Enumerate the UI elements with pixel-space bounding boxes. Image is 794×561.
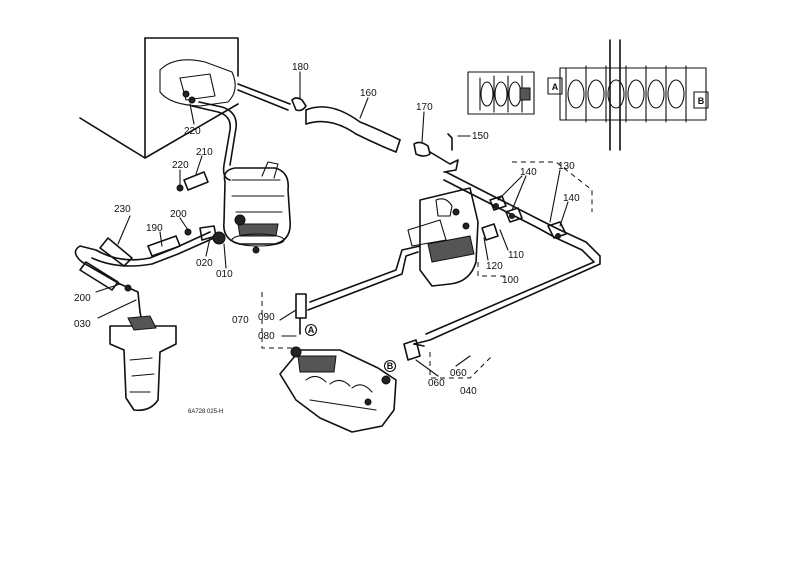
- label-060b: 060: [428, 378, 445, 389]
- label-160: 160: [360, 88, 377, 99]
- control-valve: [279, 346, 397, 433]
- marker-a-detail: A: [552, 82, 559, 92]
- label-230: 230: [114, 204, 131, 215]
- flow-divider-valve: [407, 187, 479, 287]
- fitting-060: [403, 339, 425, 361]
- hose-190: [147, 235, 181, 257]
- label-130: 130: [558, 161, 575, 172]
- label-010: 010: [216, 269, 233, 280]
- label-090: 090: [258, 312, 275, 323]
- label-170: 170: [416, 102, 433, 113]
- fittings-right: [481, 195, 567, 241]
- label-140a: 140: [520, 167, 537, 178]
- leader-lines: [95, 71, 569, 377]
- callout-brackets: [261, 161, 593, 379]
- label-150: 150: [472, 131, 489, 142]
- steering-valve: [109, 311, 177, 412]
- tank-to-pump-pipe: [191, 101, 238, 181]
- hydraulic-pump: [223, 161, 292, 254]
- label-070: 070: [232, 315, 249, 326]
- label-180: 180: [292, 62, 309, 73]
- label-110: 110: [508, 250, 524, 261]
- hose-230: [99, 237, 133, 267]
- clamp-170: [413, 141, 431, 157]
- label-120: 120: [486, 261, 503, 272]
- hose-230b: [79, 261, 119, 291]
- label-220a: 220: [184, 126, 201, 137]
- detail-view: [467, 39, 709, 151]
- label-190: 190: [146, 223, 163, 234]
- marker-b-main: B: [383, 359, 397, 373]
- label-220b: 220: [172, 160, 189, 171]
- suction-loop-pipe: [74, 225, 226, 313]
- marker-a-main: A: [304, 323, 318, 337]
- return-hose-upper: [237, 83, 459, 173]
- main-pressure-pipe: [413, 171, 601, 345]
- clamp-180: [291, 97, 307, 112]
- label-020: 020: [196, 258, 213, 269]
- svg-text:B: B: [387, 361, 394, 371]
- marker-b-detail: B: [698, 96, 705, 106]
- control-feed-pipe: [295, 245, 421, 335]
- label-040: 040: [460, 386, 477, 397]
- drawing-code: 6A728 025-H: [188, 409, 223, 415]
- hose-210: [176, 171, 209, 192]
- label-100: 100: [502, 275, 519, 286]
- label-210: 210: [196, 147, 213, 158]
- label-200a: 200: [170, 209, 187, 220]
- label-060a: 060: [450, 368, 467, 379]
- bolt-150: [447, 133, 453, 151]
- hydraulic-tank: [79, 37, 239, 159]
- label-080: 080: [258, 331, 275, 342]
- svg-text:A: A: [308, 325, 315, 335]
- fitting-090: [295, 293, 307, 319]
- label-030: 030: [74, 319, 91, 330]
- label-200b: 200: [74, 293, 91, 304]
- svg-text:B: B: [698, 96, 705, 106]
- label-140b: 140: [563, 193, 580, 204]
- svg-text:A: A: [552, 82, 559, 92]
